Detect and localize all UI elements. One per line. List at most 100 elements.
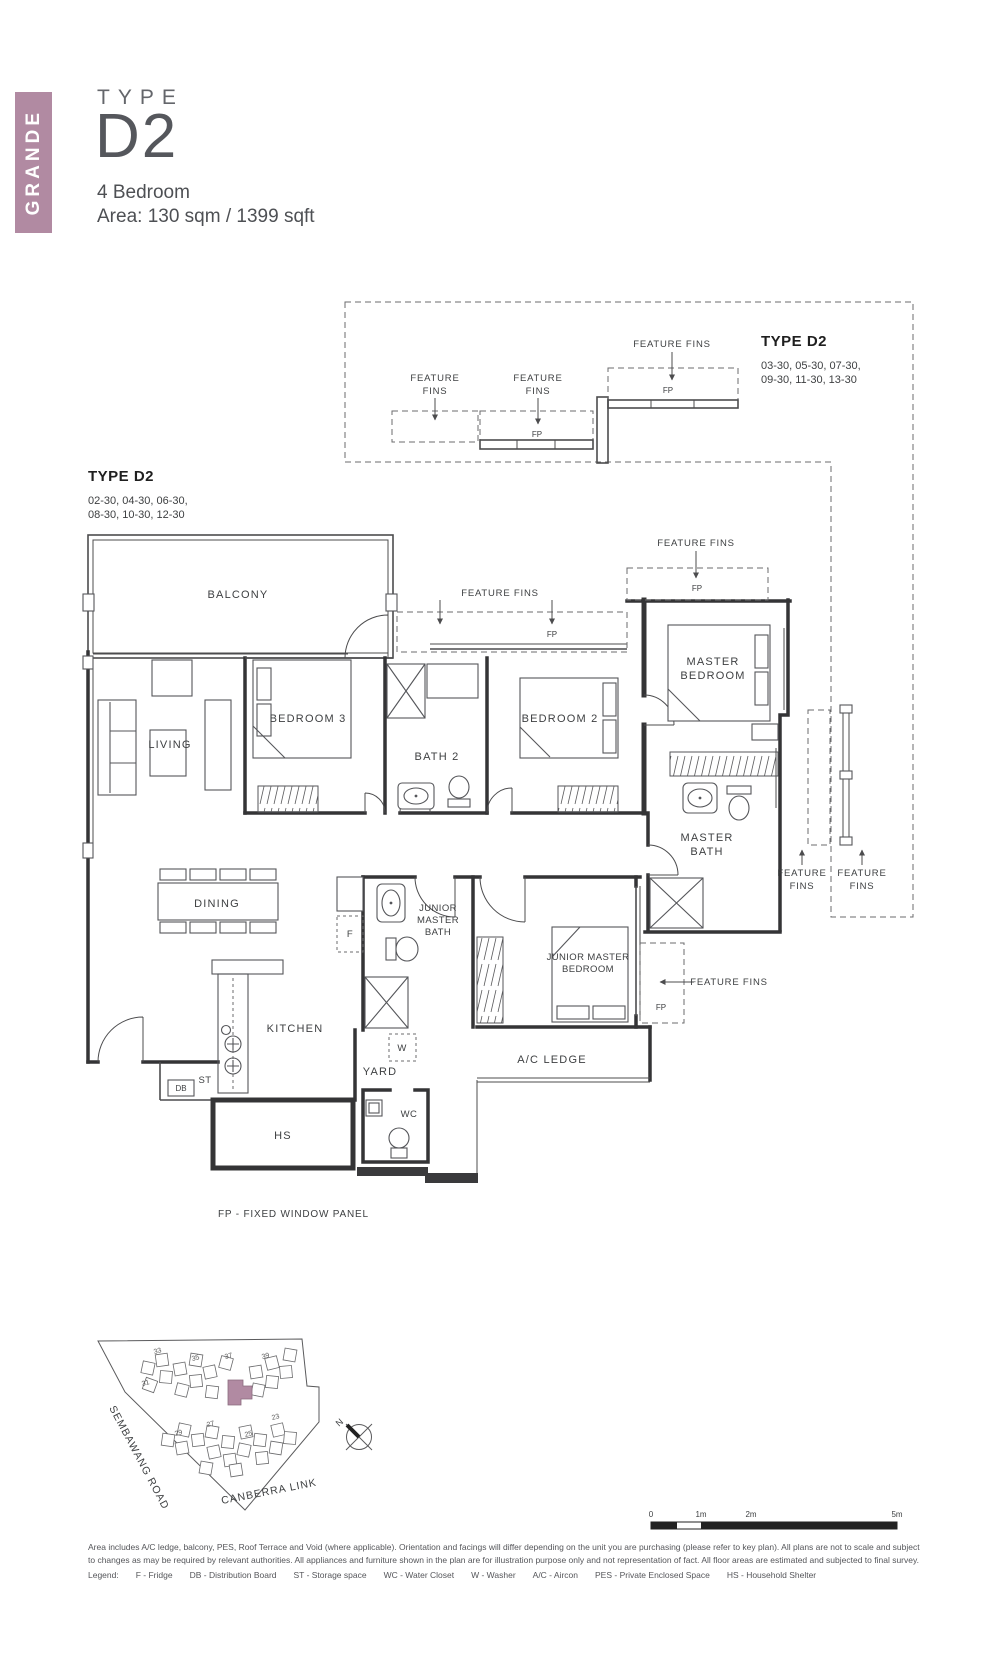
- road-label-sembawang: SEMBAWANG ROAD: [106, 1404, 171, 1512]
- feature-fins-label: FEATURE FINS: [633, 339, 711, 350]
- wc-fixtures: [365, 1099, 410, 1159]
- room-label-bedroom2: BEDROOM 2: [522, 713, 599, 725]
- feature-fins-label: FEATURE: [513, 373, 562, 384]
- room-label-ac-ledge: A/C LEDGE: [517, 1054, 587, 1066]
- room-label-st: ST: [199, 1075, 212, 1086]
- legend-item: A/C - Aircon: [532, 1570, 579, 1580]
- balcony-walls: [82, 534, 398, 659]
- scale-tick-5m: 5m: [891, 1510, 902, 1519]
- tv-console-icon: [204, 699, 232, 791]
- legend-item: Legend:: [88, 1570, 119, 1580]
- room-label-master-bedroom: BEDROOM: [680, 670, 745, 682]
- north-compass-icon: N: [334, 1417, 373, 1451]
- master-bed-icon: [667, 624, 779, 741]
- room-label-dining: DINING: [194, 898, 240, 910]
- fins-strip-right: [839, 704, 853, 846]
- key-plan-annotations: FEATURE FINS FEATURE FINS FP FEATURE FIN…: [410, 339, 710, 439]
- room-label-bedroom3: BEDROOM 3: [270, 713, 347, 725]
- furniture: [97, 624, 779, 1159]
- wardrobe-icon: [557, 785, 619, 813]
- room-label-db: DB: [175, 1084, 186, 1093]
- bed3-icon: [252, 659, 352, 759]
- room-label-hs: HS: [274, 1130, 292, 1142]
- dining-table-icon: [157, 868, 279, 934]
- legend-item: ST - Storage space: [293, 1570, 367, 1580]
- fins-annotations: FEATURE FINS FP FEATURE FINS FP FEATURE …: [396, 538, 886, 1024]
- feature-fins-label: FINS: [850, 881, 875, 892]
- legend-item: PES - Private Enclosed Space: [595, 1570, 710, 1580]
- room-label-kitchen: KITCHEN: [267, 1023, 324, 1035]
- fp-label: FP: [547, 630, 557, 639]
- key-plan-right-title: TYPE D2: [761, 333, 828, 350]
- fp-label: FP: [692, 584, 702, 593]
- disclaimer-line: to changes as may be required by relevan…: [88, 1555, 919, 1565]
- fridge-icon: [336, 915, 364, 953]
- room-label-master-bath: MASTER: [680, 832, 733, 844]
- kitchen-counter-icon: [211, 959, 284, 1094]
- feature-fins-label: FINS: [526, 386, 551, 397]
- feature-fins-label: FEATURE: [837, 868, 886, 879]
- scale-tick-0: 0: [649, 1510, 654, 1519]
- bed2-icon: [519, 677, 619, 759]
- key-plan-right-units: 03-30, 05-30, 07-30, 09-30, 11-30, 13-30: [761, 359, 861, 387]
- page-title: D2: [95, 102, 179, 171]
- junior-bath-fixtures: [364, 883, 419, 1029]
- fridge-label: F: [347, 929, 353, 940]
- fp-label: FP: [532, 430, 542, 439]
- site-map: 33 35 37 39 31 29 27 25 23 SEMBAWANG ROA…: [97, 1338, 373, 1512]
- feature-fins-label: FEATURE: [410, 373, 459, 384]
- abbreviation-legend: Legend: F - Fridge DB - Distribution Boa…: [88, 1569, 968, 1582]
- washer-label: W: [397, 1043, 406, 1054]
- washer-icon: [388, 1033, 417, 1062]
- legend-item: F - Fridge: [135, 1570, 173, 1580]
- unit-stack-line: 09-30, 11-30, 13-30: [761, 374, 857, 386]
- room-label-master-bath: BATH: [690, 846, 723, 858]
- area-text: Area: 130 sqm / 1399 sqft: [97, 206, 315, 227]
- room-label-junior-bedroom: BEDROOM: [562, 964, 614, 975]
- site-block-numbers: 33 35 37 39 31 29 27 25 23: [141, 1347, 280, 1439]
- cabinet-icon: [336, 876, 364, 912]
- feature-fins-label: FEATURE FINS: [461, 588, 539, 599]
- room-label-junior-bath: MASTER: [417, 915, 459, 926]
- legend-item: HS - Household Shelter: [726, 1570, 817, 1580]
- block-number: 31: [141, 1379, 150, 1388]
- key-plan-top: FEATURE FINS FEATURE FINS FP FEATURE FIN…: [344, 301, 914, 918]
- feature-fins-label: FEATURE FINS: [657, 538, 735, 549]
- key-plan-left-units: 02-30, 04-30, 06-30, 08-30, 10-30, 12-30: [88, 494, 188, 522]
- legend-item: DB - Distribution Board: [189, 1570, 277, 1580]
- fp-label: FP: [656, 1003, 666, 1012]
- master-bath-fixtures: [649, 782, 752, 929]
- walls: [86, 597, 792, 1183]
- block-number: 39: [261, 1352, 270, 1361]
- key-plan-boundary: [344, 301, 914, 918]
- unit-stack-line: 08-30, 10-30, 12-30: [88, 509, 185, 521]
- unit-stack-line: 02-30, 04-30, 06-30,: [88, 495, 188, 507]
- scale-tick-2m: 2m: [745, 1510, 756, 1519]
- sofa-icon: [97, 699, 137, 796]
- room-label-junior-bedroom: JUNIOR MASTER: [547, 952, 630, 963]
- key-plan-left-title: TYPE D2: [88, 468, 155, 485]
- disclaimer-line: Area includes A/C ledge, balcony, PES, R…: [88, 1542, 920, 1552]
- room-label-bath2: BATH 2: [415, 751, 460, 763]
- site-buildings: [140, 1347, 298, 1478]
- block-number: 33: [153, 1347, 162, 1356]
- brand-badge: GRANDE: [15, 92, 52, 233]
- room-label-master-bedroom: MASTER: [686, 656, 739, 668]
- legend-item: W - Washer: [471, 1570, 516, 1580]
- armchair-icon: [151, 659, 193, 697]
- legend-item: WC - Water Closet: [383, 1570, 455, 1580]
- wardrobe-icon: [257, 785, 319, 813]
- feature-fins-label: FEATURE FINS: [690, 977, 768, 988]
- room-label-yard: YARD: [363, 1066, 398, 1078]
- scale-tick-1m: 1m: [695, 1510, 706, 1519]
- unit-stack-line: 03-30, 05-30, 07-30,: [761, 360, 861, 372]
- block-number: 25: [244, 1430, 253, 1439]
- floor-plan: FEATURE FINS FP FEATURE FINS FP FEATURE …: [82, 534, 886, 1220]
- room-label-living: LIVING: [148, 739, 191, 751]
- room-label-wc: WC: [401, 1109, 418, 1120]
- room-labels: BALCONY LIVING BEDROOM 3 BATH 2 BEDROOM …: [148, 589, 745, 1142]
- coffee-table-icon: [149, 729, 187, 777]
- wardrobe-icon: [476, 936, 504, 1024]
- highlighted-unit-block: [227, 1379, 253, 1406]
